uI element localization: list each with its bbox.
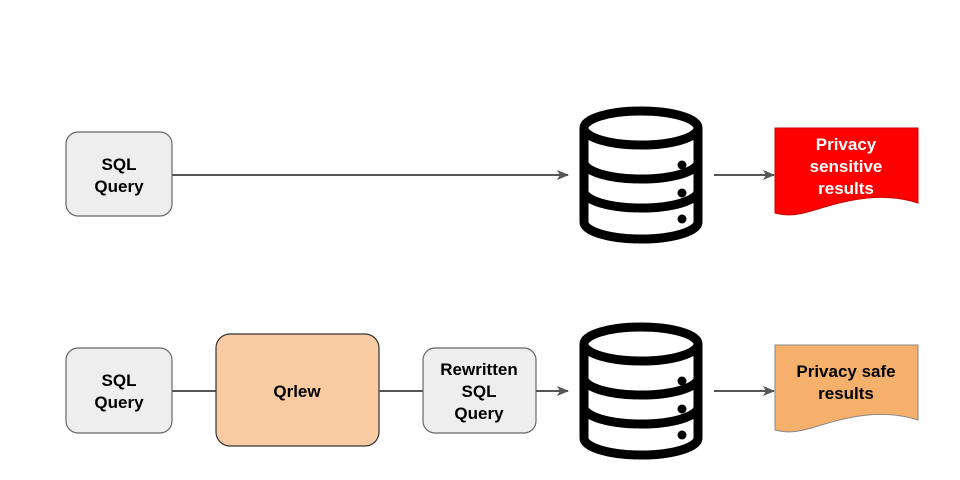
result-label-line1: Privacy safe (796, 362, 895, 381)
bottom-flow: SQL Query Qrlew Rewritten SQL Query (65, 322, 919, 460)
sql-query-label-line1: SQL (102, 155, 137, 174)
result-label-line3: results (818, 179, 874, 198)
qrlew-label: Qrlew (273, 382, 321, 401)
result-label-line2: sensitive (810, 157, 883, 176)
sql-query-box: SQL Query (65, 347, 173, 434)
sql-query-label-line2: Query (94, 177, 144, 196)
sql-query-label-line1: SQL (102, 371, 137, 390)
database-icon (579, 322, 703, 460)
privacy-safe-results-doc: Privacy safe results (774, 344, 919, 433)
rewritten-label-line2: SQL (462, 382, 497, 401)
result-doc-shape (774, 127, 919, 216)
result-label-line2: results (818, 384, 874, 403)
rewritten-sql-query-box: Rewritten SQL Query (422, 347, 537, 434)
top-flow: SQL Query Privacy sensitive results (65, 106, 919, 244)
rewritten-label-line1: Rewritten (440, 360, 517, 379)
privacy-sensitive-results-doc: Privacy sensitive results (774, 127, 919, 216)
result-doc-shape (774, 344, 919, 433)
sql-query-box: SQL Query (65, 131, 173, 217)
rewritten-label-line3: Query (454, 404, 504, 423)
sql-query-label-line2: Query (94, 393, 144, 412)
result-label-line1: Privacy (816, 135, 877, 154)
database-icon (579, 106, 703, 244)
qrlew-box: Qrlew (215, 333, 380, 447)
